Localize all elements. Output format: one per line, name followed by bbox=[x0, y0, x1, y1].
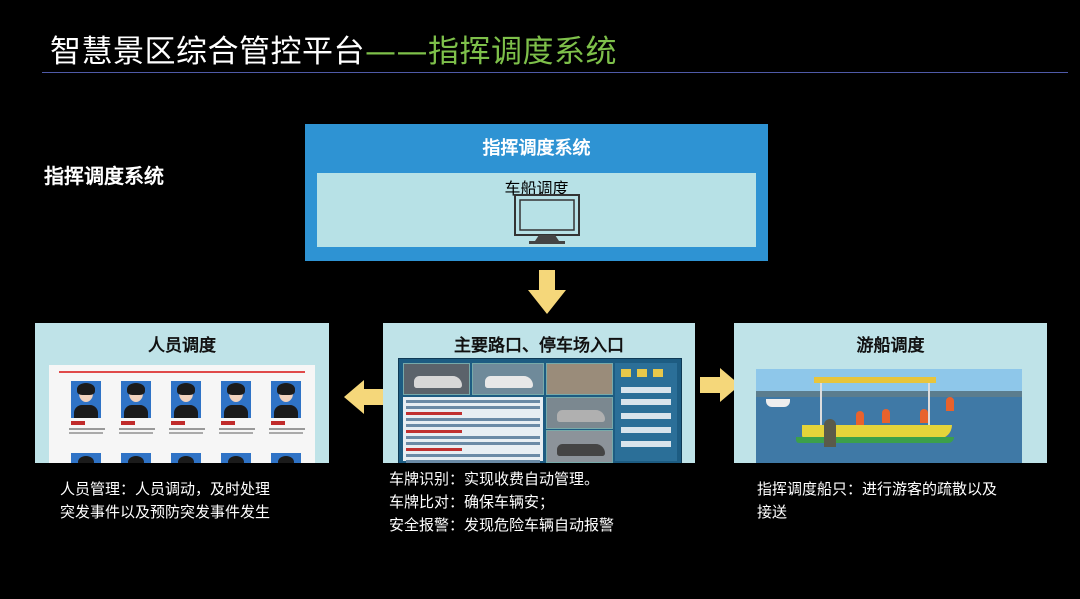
staff-photo bbox=[271, 453, 301, 463]
staff-photo bbox=[221, 381, 251, 418]
personnel-dispatch-panel: 人员调度 bbox=[35, 323, 329, 463]
intersection-parking-panel: 主要路口、停车场入口 bbox=[383, 323, 695, 463]
staff-photo bbox=[121, 453, 151, 463]
command-system-box: 指挥调度系统 车船调度 bbox=[305, 124, 768, 261]
monitor-icon bbox=[514, 194, 580, 244]
command-system-title: 指挥调度系统 bbox=[482, 138, 591, 159]
tour-boat-photo bbox=[756, 369, 1022, 463]
plate-record-table bbox=[403, 397, 543, 463]
caption-line: 车牌识别：实现收费自动管理。 bbox=[389, 470, 600, 488]
staff-photo bbox=[121, 381, 151, 418]
page-title: 智慧景区综合管控平台——指挥调度系统 bbox=[50, 26, 617, 71]
vehicle-vessel-dispatch-label: 车船调度 bbox=[504, 179, 569, 198]
vehicle-vessel-dispatch-area: 车船调度 bbox=[317, 173, 756, 247]
page-title-sub: ——指挥调度系统 bbox=[365, 34, 617, 70]
boat-dispatch-caption: 指挥调度船只：进行游客的疏散以及 接送 bbox=[757, 478, 1047, 524]
page-title-main: 智慧景区综合管控平台 bbox=[50, 34, 365, 70]
caption-line: 人员管理：人员调动，及时处理 bbox=[60, 480, 271, 498]
boat-dispatch-title: 游船调度 bbox=[856, 336, 925, 356]
staff-photo bbox=[221, 453, 251, 463]
title-divider bbox=[42, 72, 1068, 73]
camera-feed bbox=[546, 397, 613, 429]
intersection-parking-title: 主要路口、停车场入口 bbox=[454, 336, 624, 356]
caption-line: 接送 bbox=[757, 503, 788, 521]
caption-line: 指挥调度船只：进行游客的疏散以及 bbox=[757, 480, 998, 498]
staff-photo bbox=[71, 453, 101, 463]
staff-photo bbox=[171, 381, 201, 418]
personnel-dispatch-caption: 人员管理：人员调动，及时处理 突发事件以及预防突发事件发生 bbox=[60, 478, 310, 524]
arrow-left-icon bbox=[344, 380, 384, 414]
arrow-down-icon bbox=[528, 270, 566, 314]
camera-feed bbox=[546, 430, 613, 463]
caption-line: 车牌比对：确保车辆安； bbox=[389, 493, 555, 511]
caption-line: 安全报警：发现危险车辆自动报警 bbox=[389, 516, 615, 534]
personnel-dispatch-title: 人员调度 bbox=[148, 336, 216, 356]
control-panel bbox=[615, 363, 677, 461]
boat-dispatch-panel: 游船调度 bbox=[734, 323, 1047, 463]
staff-photo-sheet bbox=[49, 365, 315, 463]
staff-photo bbox=[171, 453, 201, 463]
camera-feed bbox=[546, 363, 613, 395]
camera-feed bbox=[472, 363, 544, 395]
plate-recognition-screen bbox=[398, 358, 682, 463]
arrow-right-icon bbox=[700, 368, 740, 402]
caption-line: 突发事件以及预防突发事件发生 bbox=[60, 503, 271, 521]
intersection-parking-caption: 车牌识别：实现收费自动管理。 车牌比对：确保车辆安； 安全报警：发现危险车辆自动… bbox=[389, 468, 669, 537]
camera-feed bbox=[403, 363, 470, 395]
staff-photo bbox=[71, 381, 101, 418]
staff-photo bbox=[271, 381, 301, 418]
timeline-line bbox=[59, 371, 305, 373]
section-label: 指挥调度系统 bbox=[44, 164, 164, 188]
